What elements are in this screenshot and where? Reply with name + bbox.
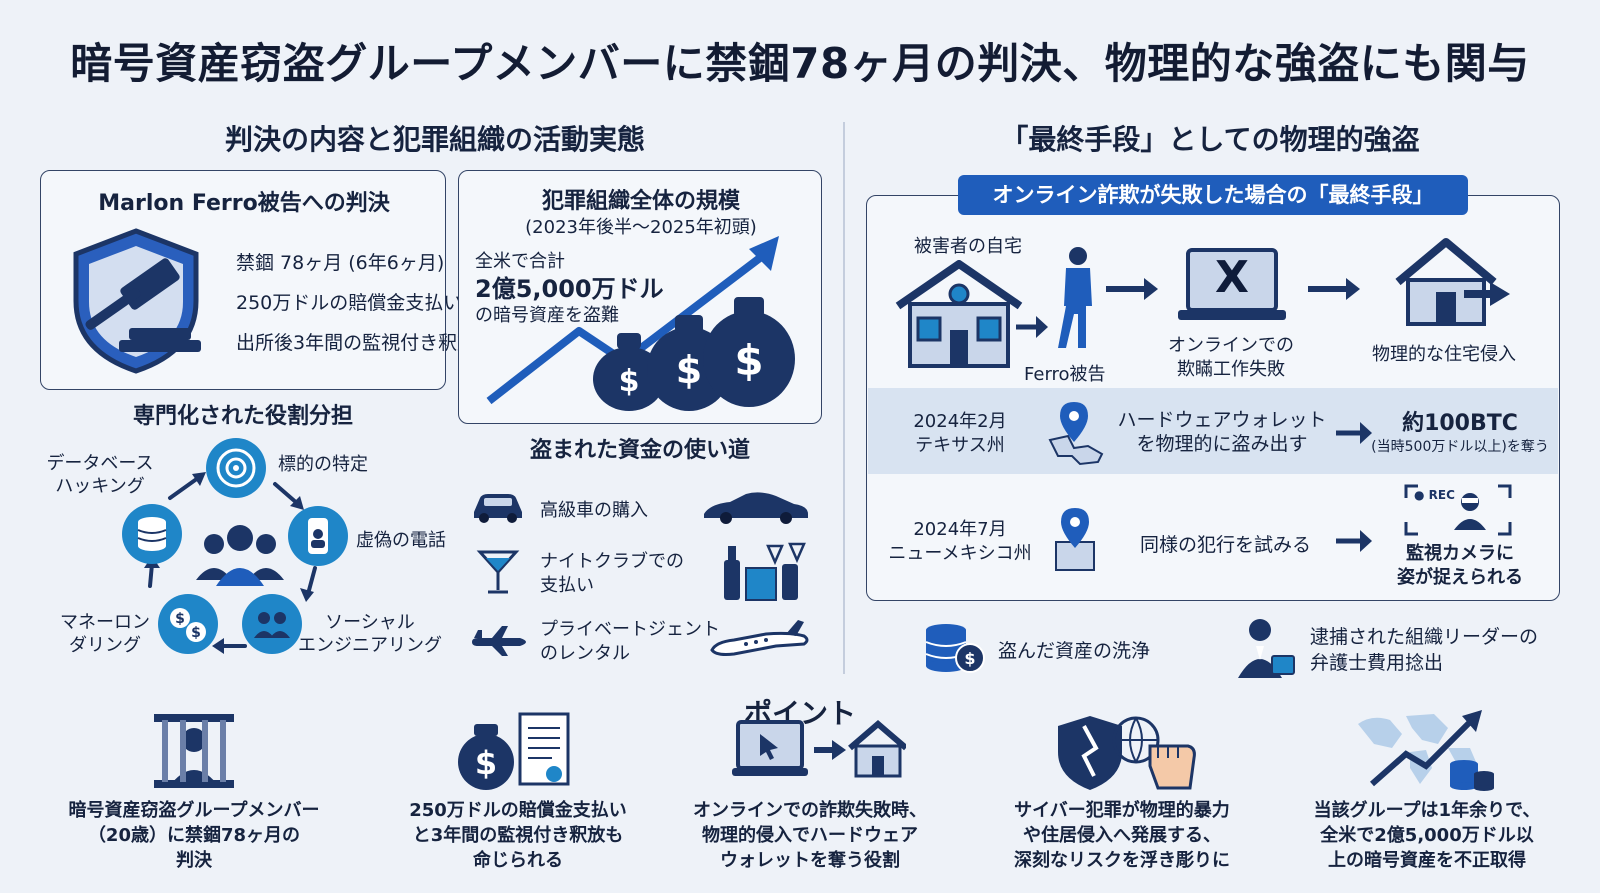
team-icon bbox=[196, 525, 284, 586]
scale-line-1: 全米で合計 bbox=[475, 251, 565, 272]
cocktail-icon bbox=[476, 550, 520, 594]
verdict-title: Marlon Ferro被告への判決 bbox=[98, 191, 390, 216]
svg-text:$: $ bbox=[175, 611, 185, 627]
rec-indicator: ● REC bbox=[1414, 488, 1455, 502]
role-label-phone: 虚偽の電話 bbox=[356, 530, 446, 551]
shield-gavel-icon bbox=[73, 228, 201, 374]
page-title: 暗号資産窃盗グループメンバーに禁錮78ヶ月の判決、物理的な強盗にも関与 bbox=[70, 39, 1530, 88]
svg-text:$: $ bbox=[619, 364, 640, 399]
svg-text:$: $ bbox=[191, 625, 201, 641]
use-label-car: 高級車の購入 bbox=[540, 500, 648, 521]
arrow-right-icon bbox=[1336, 422, 1372, 444]
house-break-in-icon bbox=[1395, 238, 1510, 326]
right-section-heading: 「最終手段」としての物理的強盗 bbox=[1000, 123, 1420, 156]
texas-location-pin-icon bbox=[1048, 402, 1104, 466]
ferro-label: Ferro被告 bbox=[1024, 364, 1106, 385]
role-phone-circle bbox=[288, 506, 348, 566]
sports-car-icon bbox=[704, 492, 808, 524]
database-icon bbox=[137, 517, 167, 551]
point-4: サイバー犯罪が物理的暴力 や住居侵入へ発展する、 深刻なリスクを浮き彫りに bbox=[1014, 800, 1230, 871]
case-texas-row bbox=[868, 388, 1558, 474]
case-nm-action: 同様の犯行を試みる bbox=[1140, 534, 1312, 556]
cyber-violence-icon bbox=[1058, 716, 1196, 790]
arrow-right-icon bbox=[1016, 316, 1048, 338]
car-icon bbox=[474, 494, 522, 523]
verdict-card: Marlon Ferro被告への判決 禁錮 78ヶ月 (6年6ヶ月) 250万ド… bbox=[40, 170, 476, 390]
arrow-right-icon bbox=[1106, 278, 1158, 300]
uses-heading: 盗まれた資金の使い道 bbox=[529, 438, 750, 463]
case-texas-result-main: 約100BTC bbox=[1402, 411, 1518, 436]
person-walking-icon bbox=[1058, 247, 1092, 348]
prison-icon bbox=[154, 714, 234, 788]
point-1: 暗号資産窃盗グループメンバー （20歳）に禁錮78ヶ月の 判決 bbox=[68, 800, 320, 871]
new-mexico-location-pin-icon bbox=[1055, 508, 1095, 571]
bottles-glasses-icon bbox=[724, 542, 806, 601]
point-5: 当該グループは1年余りで、 全米で2億5,000万ドル以 上の暗号資産を不正取得 bbox=[1313, 800, 1541, 871]
point-3: オンラインでの詐欺失敗時、 物理的侵入でハードウェア ウォレットを奪う役割 bbox=[693, 800, 927, 871]
arrow-right-icon bbox=[1308, 278, 1360, 300]
scale-line-3: の暗号資産を盗難 bbox=[475, 305, 619, 326]
phone-icon bbox=[308, 518, 328, 554]
case-nm-date: 2024年7月 ニューメキシコ州 bbox=[888, 519, 1032, 564]
roles-cycle: 標的の特定 虚偽の電話 ソーシャル エンジニアリング $ $ マネーロン ダリン… bbox=[40, 436, 460, 676]
section-divider bbox=[843, 122, 845, 674]
people-icon bbox=[254, 612, 290, 638]
online-fail-label: オンラインでの 欺瞞工作失敗 bbox=[1168, 335, 1294, 380]
case-texas-result-sub: (当時500万ドル以上)を奪う bbox=[1371, 439, 1549, 455]
airplane-icon bbox=[472, 626, 526, 656]
target-icon bbox=[216, 448, 256, 488]
role-social-circle bbox=[242, 594, 302, 654]
role-targeting-circle bbox=[206, 438, 266, 498]
svg-text:$: $ bbox=[676, 348, 702, 392]
laptop-x-icon bbox=[1178, 248, 1286, 320]
growth-money-bags-icon: $ $ $ bbox=[486, 236, 795, 411]
scale-card: 犯罪組織全体の規模 (2023年後半〜2025年初頭) 全米で合計 2億5,00… bbox=[458, 170, 822, 424]
role-laundering-circle: $ $ bbox=[158, 594, 218, 654]
role-label-hacking: データベース ハッキング bbox=[46, 453, 154, 497]
currency-exchange-icon: $ $ bbox=[170, 608, 206, 642]
svg-text:$: $ bbox=[964, 649, 975, 668]
last-resort-pill: オンライン詐欺が失敗した場合の「最終手段」 bbox=[958, 175, 1468, 215]
role-label-targeting: 標的の特定 bbox=[278, 454, 368, 475]
use-label-nightclub: ナイトクラブでの 支払い bbox=[540, 551, 684, 596]
surveillance-frame-icon bbox=[1404, 484, 1512, 536]
case-nm-result: 監視カメラに 姿が捉えられる bbox=[1397, 543, 1523, 588]
launder-label: 盗んだ資産の洗浄 bbox=[998, 640, 1151, 662]
scale-title: 犯罪組織全体の規模 bbox=[541, 189, 740, 214]
verdict-line-3: 出所後3年間の監視付き釈放 bbox=[236, 332, 477, 354]
money-bag-document-icon: $ bbox=[458, 712, 570, 790]
role-label-laundering: マネーロン ダリング bbox=[60, 612, 150, 656]
role-label-social: ソーシャル エンジニアリング bbox=[298, 612, 442, 656]
left-section-heading: 判決の内容と犯罪組織の活動実態 bbox=[224, 123, 645, 156]
physical-intrusion-label: 物理的な住宅侵入 bbox=[1372, 344, 1516, 365]
x-logo-icon: X bbox=[1215, 252, 1249, 303]
case-texas-date: 2024年2月 テキサス州 bbox=[913, 411, 1007, 456]
point-2: 250万ドルの賠償金支払い と3年間の監視付き釈放も 命じられる bbox=[409, 800, 627, 871]
role-hacking-circle bbox=[122, 504, 182, 564]
coin-stack-icon: $ bbox=[925, 624, 985, 673]
lawyer-icon bbox=[1238, 619, 1295, 678]
roles-heading: 専門化された役割分担 bbox=[132, 404, 353, 429]
scale-period: (2023年後半〜2025年初頭) bbox=[525, 217, 757, 238]
svg-text:$: $ bbox=[475, 744, 497, 782]
verdict-line-2: 250万ドルの賠償金支払い bbox=[236, 292, 463, 314]
use-label-jet: プライベートジェント のレンタル bbox=[540, 619, 720, 664]
world-growth-icon bbox=[1358, 710, 1494, 791]
victim-house-icon bbox=[895, 260, 1023, 368]
private-jet-icon bbox=[710, 620, 809, 656]
scale-amount: 2億5,000万ドル bbox=[475, 275, 664, 303]
lawyer-fee-label: 逮捕された組織リーダーの 弁護士費用捻出 bbox=[1310, 626, 1539, 674]
svg-text:$: $ bbox=[734, 336, 763, 385]
case-texas-action: ハードウェアウォレット を物理的に盗み出す bbox=[1117, 409, 1327, 455]
victim-home-label: 被害者の自宅 bbox=[914, 236, 1022, 257]
laptop-to-house-icon bbox=[732, 720, 906, 778]
verdict-line-1: 禁錮 78ヶ月 (6年6ヶ月) bbox=[236, 252, 445, 274]
arrow-right-icon bbox=[1336, 530, 1372, 552]
